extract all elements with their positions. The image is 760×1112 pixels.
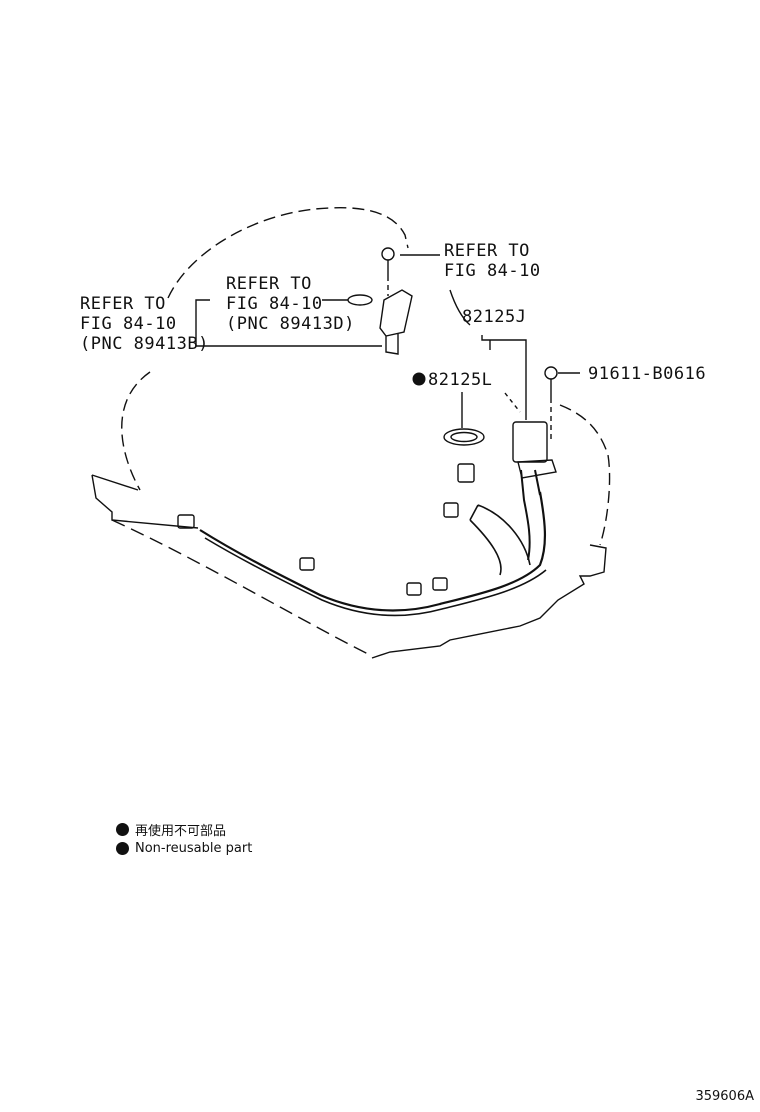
upper-sensor-body [379, 289, 413, 355]
connector-plug-1 [177, 514, 195, 529]
connector-plug-3 [406, 582, 422, 596]
part-number-91611-B0616: 91611-B0616 [588, 364, 706, 384]
connector-plug-4 [432, 577, 448, 591]
part-number-82125L: 82125L [428, 370, 492, 390]
speed-sensor-flange [517, 459, 557, 479]
refer-left-line3: (PNC 89413B) [80, 334, 209, 354]
legend-japanese-text: 再使用不可部品 [135, 824, 227, 839]
catalog-id: 359606A [695, 1089, 754, 1104]
leader-dash-sensor [504, 392, 521, 413]
non-reusable-marker-icon [412, 372, 426, 386]
o-ring [443, 428, 485, 446]
leader-82125J [481, 335, 527, 420]
speed-sensor-body [512, 421, 548, 463]
refer-right-line2: FIG 84-10 [444, 261, 541, 281]
leader-82125J-top [449, 289, 471, 326]
legend-dot-icon [116, 823, 129, 836]
wire-harness [199, 491, 547, 612]
legend-dot-icon [116, 842, 129, 855]
case-base-dash [111, 519, 373, 657]
wire-harness-inner [204, 504, 547, 617]
refer-middle-line3: (PNC 89413D) [226, 314, 355, 334]
housing-outline-right-dashed [559, 404, 611, 546]
refer-middle-line2: FIG 84-10 [226, 294, 323, 314]
legend-english-text: Non-reusable part [135, 841, 253, 856]
refer-middle-line1: REFER TO [226, 274, 312, 294]
wire-sensor-lead [520, 469, 541, 561]
housing-outline-dashed [121, 207, 409, 491]
case-base-outline [91, 474, 607, 659]
bolt-head-right [544, 366, 558, 380]
refer-left-line1: REFER TO [80, 294, 166, 314]
upper-washer [347, 294, 373, 306]
part-number-82125J: 82125J [462, 307, 526, 327]
connector-plug-5 [443, 502, 459, 518]
legend-japanese: 再使用不可部品 [116, 820, 226, 839]
connector-plug-6 [457, 463, 475, 483]
refer-left-line2: FIG 84-10 [80, 314, 177, 334]
connector-plug-2 [299, 557, 315, 571]
leader-refer-left [195, 299, 382, 347]
refer-right-line1: REFER TO [444, 241, 530, 261]
bolt-head-top [381, 247, 395, 261]
o-ring-inner [450, 431, 478, 443]
legend-english: Non-reusable part [116, 841, 252, 856]
